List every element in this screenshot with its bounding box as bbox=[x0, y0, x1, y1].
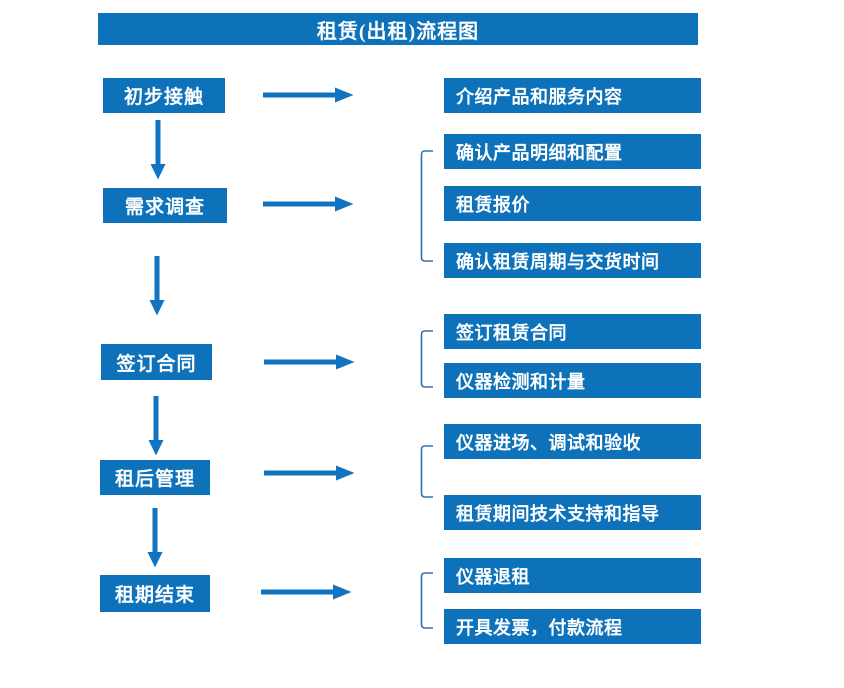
right-arrow-icon-4 bbox=[264, 465, 355, 481]
flowchart-title: 租赁(出租)流程图 bbox=[98, 13, 698, 45]
stage-box-sign-contract: 签订合同 bbox=[101, 344, 212, 380]
item-box-instrument-testing: 仪器检测和计量 bbox=[444, 363, 701, 398]
right-arrow-icon-5 bbox=[261, 584, 352, 600]
right-arrow-icon-1 bbox=[263, 87, 354, 103]
down-arrow-icon-4 bbox=[147, 508, 163, 568]
item-box-instrument-return: 仪器退租 bbox=[444, 558, 701, 593]
item-box-confirm-details: 确认产品明细和配置 bbox=[444, 134, 701, 169]
right-arrow-icon-3 bbox=[264, 354, 355, 370]
right-arrow-icon-2 bbox=[263, 196, 354, 212]
item-box-confirm-period-delivery: 确认租赁周期与交货时间 bbox=[444, 243, 701, 278]
item-box-technical-support: 租赁期间技术支持和指导 bbox=[444, 495, 701, 530]
item-box-sign-rental-contract: 签订租赁合同 bbox=[444, 314, 701, 349]
item-box-invoice-payment: 开具发票，付款流程 bbox=[444, 609, 701, 644]
down-arrow-icon-3 bbox=[148, 396, 164, 456]
group-bracket-icon-5 bbox=[420, 572, 434, 629]
item-box-introduce-products: 介绍产品和服务内容 bbox=[444, 78, 701, 113]
down-arrow-icon-1 bbox=[150, 120, 166, 180]
group-bracket-icon-3 bbox=[420, 330, 434, 388]
stage-box-rental-end: 租期结束 bbox=[100, 575, 210, 612]
stage-box-needs-survey: 需求调查 bbox=[103, 188, 227, 223]
stage-box-initial-contact: 初步接触 bbox=[103, 78, 225, 113]
item-box-rental-quote: 租赁报价 bbox=[444, 186, 701, 221]
group-bracket-icon-4 bbox=[420, 445, 434, 498]
down-arrow-icon-2 bbox=[149, 256, 165, 316]
item-box-instrument-setup-acceptance: 仪器进场、调试和验收 bbox=[444, 424, 701, 459]
stage-box-post-rental-management: 租后管理 bbox=[100, 460, 210, 495]
group-bracket-icon-2 bbox=[420, 150, 434, 262]
